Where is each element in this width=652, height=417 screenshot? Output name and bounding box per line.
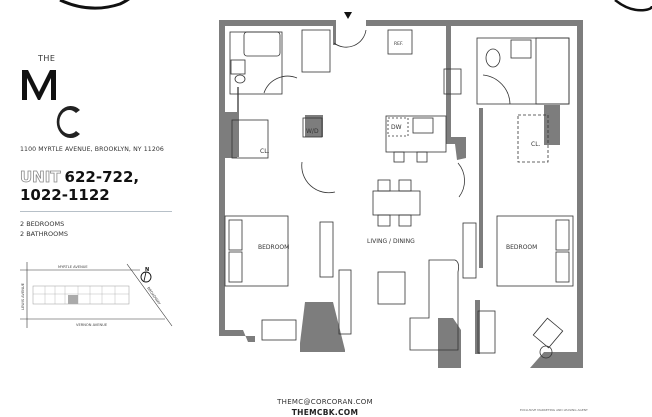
dresser-left [319, 221, 334, 278]
label-dw: DW [391, 124, 402, 131]
building-outline [32, 285, 130, 305]
unit-numbers-1: 622-722, [64, 168, 140, 186]
logo-c [56, 106, 80, 138]
label-closet-left: CL. [260, 148, 270, 155]
address: 1100 MYRTLE AVENUE, BROOKLYN, NY 11206 [20, 146, 164, 153]
bath-door-left[interactable] [263, 75, 298, 94]
mc-monogram-picture [22, 70, 80, 138]
sink-left [230, 59, 246, 75]
unit-specs: 2 BEDROOMS 2 BATHROOMS [20, 219, 68, 239]
dishwasher [387, 117, 409, 137]
sofa [409, 259, 459, 351]
logo-the: THE [38, 54, 56, 63]
kitchen-sink [412, 117, 434, 134]
shower [535, 37, 570, 105]
bedroom-door-right[interactable] [457, 162, 465, 198]
entry-door[interactable] [333, 29, 367, 48]
website-link[interactable]: THEMCBK.COM [291, 408, 359, 417]
bath-door-right[interactable] [482, 74, 511, 105]
media-console [338, 269, 352, 335]
kitchen-island [385, 115, 447, 153]
washer-dryer [302, 117, 323, 138]
unit-numbers-2: 1022-1122 [20, 186, 110, 204]
bathrooms-count: 2 BATHROOMS [20, 230, 68, 238]
coffee-table [377, 271, 406, 305]
dresser-right [462, 222, 477, 279]
bathroom-right [476, 37, 570, 105]
contact-email[interactable]: THEMC@CORCORAN.COM [277, 398, 373, 406]
street-myrtle: MYRTLE AVENUE [58, 265, 88, 269]
bed-right [496, 215, 574, 287]
toilet-left [234, 74, 246, 84]
site-map: MYRTLE AVENUE VERNON AVENUE LEWIS AVENUE… [20, 262, 173, 328]
closet-right[interactable] [517, 114, 549, 163]
unit-highlight [68, 295, 78, 304]
stove [443, 68, 462, 95]
dining-table [372, 190, 421, 216]
desk-right [477, 310, 496, 354]
street-lewis: LEWIS AVENUE [21, 282, 25, 310]
unit-prefix: UNIT [20, 168, 61, 187]
side-table [539, 345, 553, 359]
bathtub [243, 31, 281, 57]
toilet-right [485, 48, 501, 68]
walls [219, 20, 583, 368]
armchair [532, 317, 564, 349]
label-bedroom-right: BEDROOM [506, 244, 537, 251]
street-vernon: VERNON AVENUE [76, 323, 108, 327]
divider [20, 211, 172, 212]
closet-left[interactable] [231, 119, 269, 159]
swirl-right [614, 0, 652, 12]
bed-left [224, 215, 289, 287]
compass-north: N [145, 267, 149, 273]
label-wd: W/D [306, 128, 319, 135]
bathroom-left [229, 31, 283, 95]
label-bedroom-left: BEDROOM [258, 244, 289, 251]
mc-logo [22, 70, 80, 138]
bedroom-door-left[interactable] [301, 161, 336, 194]
agent-note: EXCLUSIVE MARKETING AND LEASING AGENT [520, 408, 588, 412]
sink-right [510, 39, 532, 59]
label-closet-right: CL. [531, 141, 541, 148]
swirl-left [59, 0, 130, 10]
bedrooms-count: 2 BEDROOMS [20, 220, 65, 228]
refrigerator [387, 29, 413, 55]
linen-closet [301, 29, 331, 73]
label-ref: REF. [394, 41, 403, 47]
entry-arrow-icon [344, 12, 352, 19]
desk-left [261, 319, 297, 341]
label-living-dining: LIVING / DINING [367, 238, 415, 245]
logo-m [22, 70, 56, 100]
